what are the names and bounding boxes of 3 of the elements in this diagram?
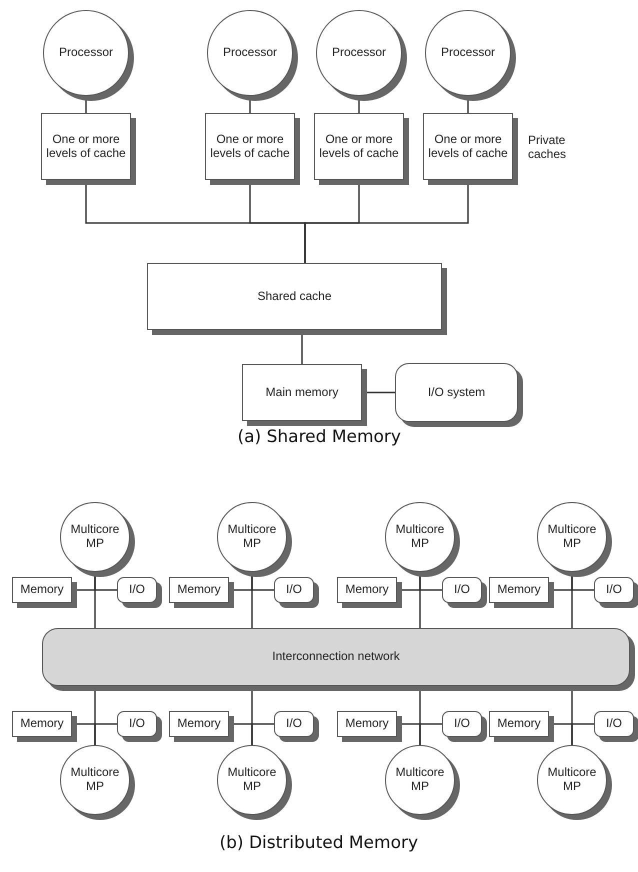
figure-caption: (b) Distributed Memory (220, 833, 418, 853)
figure-caption: (a) Shared Memory (238, 427, 401, 447)
group-label: Private caches (528, 133, 568, 162)
